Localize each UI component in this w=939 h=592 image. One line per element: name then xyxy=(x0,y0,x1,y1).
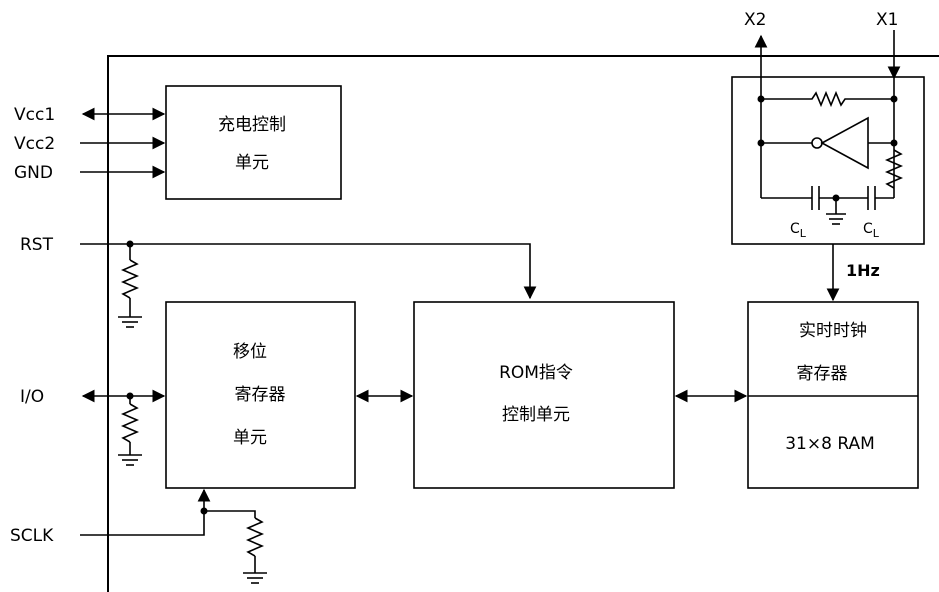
pin-vcc2-label: Vcc2 xyxy=(14,134,55,154)
rst-line xyxy=(80,243,537,300)
charge-control-label-2: 单元 xyxy=(235,153,269,173)
pin-x1-label: X1 xyxy=(876,10,898,30)
shift-register-label-1: 移位 xyxy=(233,342,267,362)
pin-sclk-label: SCLK xyxy=(10,526,54,546)
rtc-register-block xyxy=(747,301,919,489)
sclk-pulldown-resistor xyxy=(245,517,265,557)
rtc-label-1: 实时时钟 xyxy=(799,321,867,341)
rom-control-label-2: 控制单元 xyxy=(502,405,570,425)
cap-right-label: CL xyxy=(863,221,880,240)
clock-1hz-label: 1Hz xyxy=(846,261,880,280)
shift-register-block xyxy=(165,301,356,489)
charge-control-block xyxy=(165,85,342,200)
pin-io-label: I/O xyxy=(20,387,44,407)
osc-series-resistor xyxy=(884,149,904,189)
shift-register-label-3: 单元 xyxy=(233,428,267,448)
cap-left-label: CL xyxy=(790,221,807,240)
pin-vcc1-label: Vcc1 xyxy=(14,105,55,125)
sclk-line xyxy=(80,488,211,536)
chip-outline xyxy=(107,55,939,592)
rtc-label-2: 寄存器 xyxy=(797,364,848,384)
rom-control-label-1: ROM指令 xyxy=(499,363,573,383)
io-pulldown-resistor xyxy=(120,403,140,443)
sclk-ground-symbol xyxy=(243,572,267,584)
shift-register-label-2: 寄存器 xyxy=(235,385,286,405)
oscillator-block xyxy=(731,76,925,245)
osc-feedback-resistor xyxy=(761,90,894,108)
charge-control-label-1: 充电控制 xyxy=(218,115,286,135)
pin-gnd-label: GND xyxy=(14,163,53,183)
rst-ground-symbol xyxy=(118,316,142,328)
ram-label: 31×8 RAM xyxy=(785,434,875,454)
pin-x2-label: X2 xyxy=(744,10,766,30)
rst-pulldown-resistor xyxy=(120,259,140,299)
rom-control-block xyxy=(413,301,675,489)
io-ground-symbol xyxy=(118,454,142,466)
osc-ground-symbol xyxy=(826,213,846,225)
pin-rst-label: RST xyxy=(20,235,54,255)
